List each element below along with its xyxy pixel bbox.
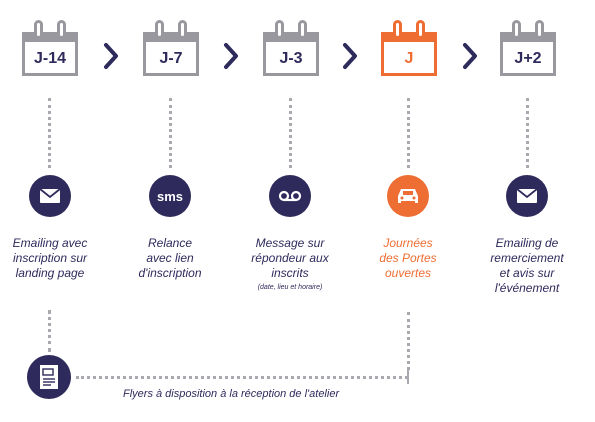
calendar-label: J-14: [33, 50, 67, 67]
sms-icon: sms: [149, 175, 191, 217]
calendar-label: J-7: [159, 50, 183, 67]
connector-line: [526, 98, 529, 168]
connector-line: [76, 376, 408, 379]
chevron-right-icon: [343, 43, 357, 69]
step-caption-j-3: Message sur répondeur aux inscrits (date…: [235, 236, 345, 293]
calendar-icon-j: J: [381, 20, 437, 76]
envelope-icon: [506, 175, 548, 217]
step-caption-j: Journées des Portes ouvertes: [379, 236, 437, 280]
envelope-icon: [29, 175, 71, 217]
calendar-label: J+2: [514, 50, 542, 67]
connector-line: [407, 312, 410, 370]
flyer-icon: [27, 355, 71, 399]
connector-line: [48, 98, 51, 168]
step-caption-j-7: Relance avec lien d'inscription: [138, 236, 202, 280]
connector-line: [48, 310, 51, 352]
step-caption-j-14: Emailing avec inscription sur landing pa…: [12, 236, 88, 280]
connector-line: [169, 98, 172, 168]
connector-line: [289, 98, 292, 168]
calendar-icon-j-7: J-7: [143, 20, 199, 76]
flyer-caption: Flyers à disposition à la réception de l…: [123, 388, 340, 400]
voicemail-icon: [269, 175, 311, 217]
sms-label: sms: [156, 188, 184, 204]
chevron-right-icon: [224, 43, 238, 69]
calendar-label: J: [404, 50, 414, 67]
calendar-icon-j-3: J-3: [263, 20, 319, 76]
chevron-right-icon: [104, 43, 118, 69]
calendar-label: J-3: [279, 50, 303, 67]
calendar-icon-j-plus-2: J+2: [500, 20, 556, 76]
step-caption-j-plus-2: Emailing de remerciement et avis sur l'é…: [490, 236, 564, 295]
connector-line: [407, 98, 410, 168]
step-note: (date, lieu et horaire): [257, 284, 323, 291]
chevron-right-icon: [463, 43, 477, 69]
car-icon: [387, 175, 429, 217]
calendar-icon-j-14: J-14: [22, 20, 78, 76]
connector-end-tick: [407, 370, 415, 384]
